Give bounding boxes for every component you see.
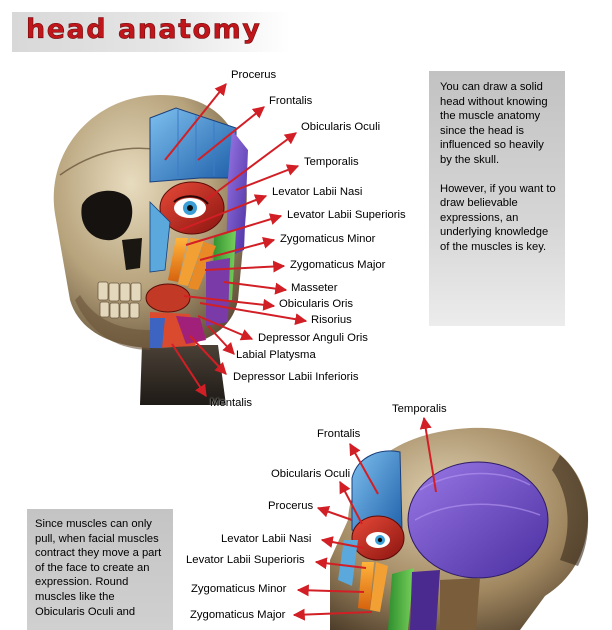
front-label-zygomaticus-major: Zygomaticus Major (290, 259, 386, 271)
side-skull (330, 427, 589, 630)
info-bottom-text: Since muscles can only pull, when facial… (35, 518, 162, 618)
front-label-procerus: Procerus (231, 69, 277, 81)
front-label-obicularis-oris: Obicularis Oris (279, 298, 354, 310)
front-label-labial-platysma: Labial Platysma (236, 349, 316, 361)
front-label-levator-labii-superioris: Levator Labii Superioris (287, 209, 406, 221)
front-label-masseter: Masseter (291, 282, 338, 294)
info-top-paragraph-2: However, if you want to draw believable … (440, 182, 556, 253)
side-label-levator-labii-nasi: Levator Labii Nasi (221, 533, 312, 545)
front-label-depressor-labii-inferioris: Depressor Labii Inferioris (233, 371, 359, 383)
side-arrows (292, 416, 437, 621)
front-arrows (164, 83, 308, 398)
front-skull (53, 95, 248, 405)
side-label-obicularis-oculi: Obicularis Oculi (271, 468, 351, 480)
side-label-zygomaticus-minor: Zygomaticus Minor (191, 583, 287, 595)
info-box-top: You can draw a solid head without knowin… (429, 71, 565, 326)
side-label-procerus: Procerus (268, 500, 314, 512)
front-label-temporalis: Temporalis (304, 156, 359, 168)
front-label-levator-labii-nasi: Levator Labii Nasi (272, 186, 363, 198)
title-banner: head anatomy (12, 12, 290, 52)
front-label-mentalis: Mentalis (210, 397, 253, 409)
page-title: head anatomy (26, 14, 262, 46)
front-label-risorius: Risorius (311, 314, 352, 326)
side-label-zygomaticus-major: Zygomaticus Major (190, 609, 286, 621)
side-label-frontalis: Frontalis (317, 428, 361, 440)
front-label-depressor-anguli-oris: Depressor Anguli Oris (258, 332, 368, 344)
front-label-zygomaticus-minor: Zygomaticus Minor (280, 233, 376, 245)
front-label-obicularis-oculi: Obicularis Oculi (301, 121, 381, 133)
front-label-frontalis: Frontalis (269, 95, 313, 107)
side-label-levator-labii-superioris: Levator Labii Superioris (186, 554, 305, 566)
side-label-temporalis: Temporalis (392, 403, 447, 415)
info-box-bottom: Since muscles can only pull, when facial… (27, 509, 173, 630)
info-top-paragraph-1: You can draw a solid head without knowin… (440, 81, 548, 166)
